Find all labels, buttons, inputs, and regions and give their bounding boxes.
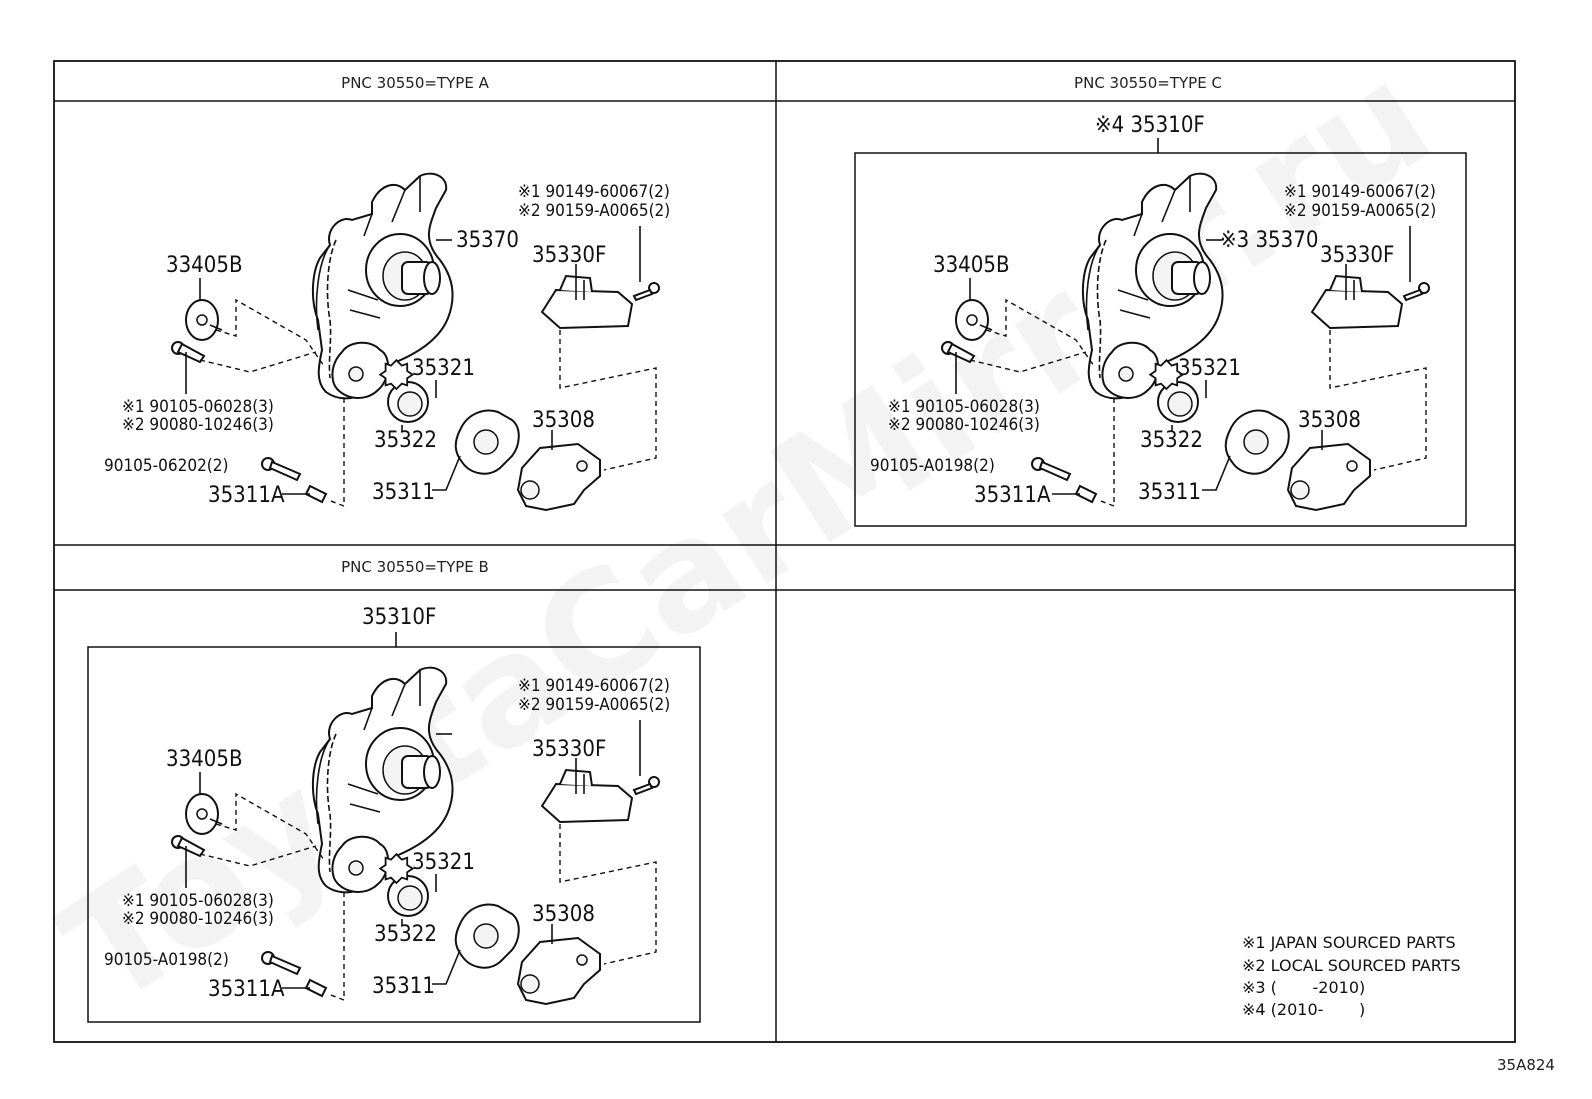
- part-35311a: 35311A: [208, 483, 285, 508]
- header-type-c: PNC 30550=TYPE C: [1074, 74, 1222, 92]
- screw-callout-2: ※2 90080-10246(3): [122, 415, 274, 435]
- panel-type-c: ※4 35310F ※1 90149-60067(2) ※2 90159-A00…: [854, 113, 1467, 527]
- part-35330f: 35330F: [532, 243, 606, 268]
- legend-note-4: ※4 (2010- ): [1242, 1000, 1365, 1019]
- bolt-callout-1: ※1 90149-60067(2): [518, 182, 670, 202]
- panel-type-b: 35310F ※1 90149-60067(2) ※2 90159-A0065(…: [87, 605, 701, 1023]
- part-35311a: 35311A: [974, 483, 1051, 508]
- figure-code: 35A824: [1497, 1056, 1555, 1074]
- legend-note-2: ※2 LOCAL SOURCED PARTS: [1242, 956, 1461, 975]
- screw-callout-1: ※1 90105-06028(3): [122, 397, 274, 417]
- legend: ※1 JAPAN SOURCED PARTS ※2 LOCAL SOURCED …: [1242, 933, 1461, 1019]
- part-35322: 35322: [374, 922, 437, 947]
- screw-callout-2: ※2 90080-10246(3): [122, 909, 274, 929]
- bolt-part-number: 90105-A0198(2): [870, 456, 995, 476]
- part-35308: 35308: [532, 408, 595, 433]
- bolt-callout-1: ※1 90149-60067(2): [1284, 182, 1436, 202]
- assembly-box-b: [87, 646, 701, 1023]
- legend-note-1: ※1 JAPAN SOURCED PARTS: [1242, 933, 1456, 952]
- part-35311: 35311: [1138, 480, 1201, 505]
- part-35330f: 35330F: [532, 737, 606, 762]
- part-35322: 35322: [374, 428, 437, 453]
- part-35370: 35370: [456, 228, 519, 253]
- part-35370: ※3 35370: [1220, 228, 1318, 253]
- legend-note-3: ※3 ( -2010): [1242, 978, 1365, 997]
- bolt-callout-2: ※2 90159-A0065(2): [1284, 201, 1436, 221]
- part-35311a: 35311A: [208, 977, 285, 1002]
- panel-type-a: ※1 90149-60067(2) ※2 90159-A0065(2) 3537…: [104, 172, 670, 511]
- part-35321: 35321: [412, 850, 475, 875]
- pump-assembly-drawing-a: [171, 172, 660, 511]
- bolt-part-number: 90105-A0198(2): [104, 950, 229, 970]
- part-33405b: 33405B: [933, 253, 1010, 278]
- bolt-part-number: 90105-06202(2): [104, 456, 228, 476]
- part-35308: 35308: [532, 902, 595, 927]
- bolt-callout-2: ※2 90159-A0065(2): [518, 201, 670, 221]
- header-type-a: PNC 30550=TYPE A: [341, 74, 489, 92]
- screw-callout-1: ※1 90105-06028(3): [122, 891, 274, 911]
- part-35310f-assembly: 35310F: [362, 605, 436, 630]
- part-35310f-assembly: ※4 35310F: [1095, 113, 1205, 138]
- header-type-b: PNC 30550=TYPE B: [341, 558, 489, 576]
- part-35311: 35311: [372, 480, 435, 505]
- part-35322: 35322: [1140, 428, 1203, 453]
- part-35330f: 35330F: [1320, 243, 1394, 268]
- part-35308: 35308: [1298, 408, 1361, 433]
- bolt-callout-1: ※1 90149-60067(2): [518, 676, 670, 696]
- part-35321: 35321: [412, 356, 475, 381]
- part-33405b: 33405B: [166, 747, 243, 772]
- assembly-box-c: [854, 152, 1467, 527]
- screw-callout-1: ※1 90105-06028(3): [888, 397, 1040, 417]
- part-35321: 35321: [1178, 356, 1241, 381]
- part-35311: 35311: [372, 974, 435, 999]
- part-33405b: 33405B: [166, 253, 243, 278]
- table-frame: [53, 60, 1516, 1043]
- bolt-callout-2: ※2 90159-A0065(2): [518, 695, 670, 715]
- screw-callout-2: ※2 90080-10246(3): [888, 415, 1040, 435]
- watermark: ToyotaCarMirror.ru: [35, 30, 1460, 1040]
